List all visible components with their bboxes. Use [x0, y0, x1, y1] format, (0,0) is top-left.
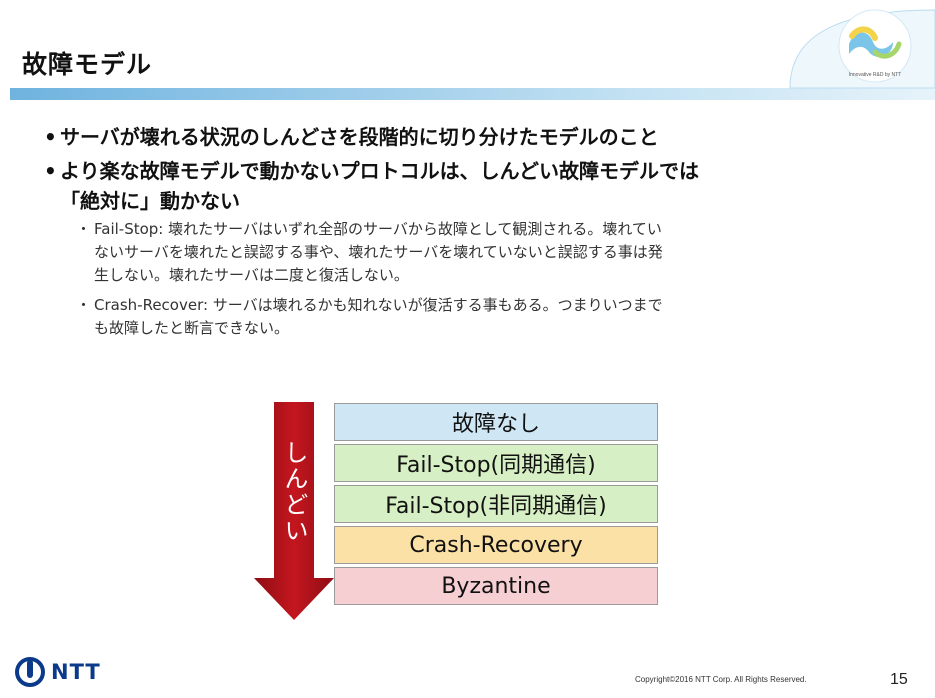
- copyright-text: Copyright©2016 NTT Corp. All Rights Rese…: [635, 675, 807, 684]
- sub-bullet-text: Fail-Stop: 壊れたサーバはいずれ全部のサーバから故障として観測される。…: [94, 220, 662, 238]
- level-label: Byzantine: [441, 573, 551, 599]
- level-box: Crash-Recovery: [334, 526, 658, 564]
- badge-text: Innovative R&D by NTT: [849, 72, 902, 78]
- sub-bullet-text: も故障したと断言できない。: [94, 319, 290, 337]
- level-box: Byzantine: [334, 567, 658, 605]
- sub-bullet-item: ・ Crash-Recover: サーバは壊れるかも知れないが復活する事もある。…: [76, 294, 904, 340]
- innovative-logo-icon: Innovative R&D by NTT: [838, 9, 912, 83]
- level-label: 故障なし: [451, 412, 540, 437]
- sub-bullet-text: Crash-Recover: サーバは壊れるかも知れないが復活する事もある。つま…: [94, 296, 663, 314]
- arrow-label: しんどい: [280, 440, 308, 544]
- level-box: Fail-Stop(非同期通信): [334, 485, 658, 523]
- bullet-dot: •: [44, 125, 57, 149]
- page-title: 故障モデル: [22, 50, 153, 79]
- severity-arrow-icon: [254, 402, 334, 620]
- sub-bullet-text: 生しない。壊れたサーバは二度と復活しない。: [94, 266, 409, 284]
- sub-bullet-item: ・ Fail-Stop: 壊れたサーバはいずれ全部のサーバから故障として観測され…: [76, 218, 904, 287]
- bullet-dot: •: [44, 159, 57, 183]
- ntt-logo-icon: [15, 657, 45, 687]
- level-label: Crash-Recovery: [409, 532, 583, 558]
- bullet-text: より楽な故障モデルで動かないプロトコルは、しんどい故障モデルでは: [60, 159, 699, 183]
- bullet-text: サーバが壊れる状況のしんどさを段階的に切り分けたモデルのこと: [60, 125, 659, 149]
- level-box: Fail-Stop(同期通信): [334, 444, 658, 482]
- level-box: 故障なし: [334, 403, 658, 441]
- bullet-item: • サーバが壊れる状況のしんどさを段階的に切り分けたモデルのこと: [44, 122, 920, 152]
- sub-bullet-dot: ・: [76, 220, 92, 238]
- company-name: NTT: [51, 660, 101, 684]
- sub-bullet-text: ないサーバを壊れたと誤認する事や、壊れたサーバを壊れていないと誤認する事は発: [94, 243, 663, 261]
- level-label: Fail-Stop(非同期通信): [385, 494, 607, 519]
- level-label: Fail-Stop(同期通信): [396, 453, 596, 478]
- bullet-item: • より楽な故障モデルで動かないプロトコルは、しんどい故障モデルでは 「絶対に」…: [44, 156, 920, 216]
- bullet-text: 「絶対に」動かない: [60, 189, 240, 213]
- sub-bullet-dot: ・: [76, 296, 92, 314]
- page-number: 15: [890, 671, 908, 688]
